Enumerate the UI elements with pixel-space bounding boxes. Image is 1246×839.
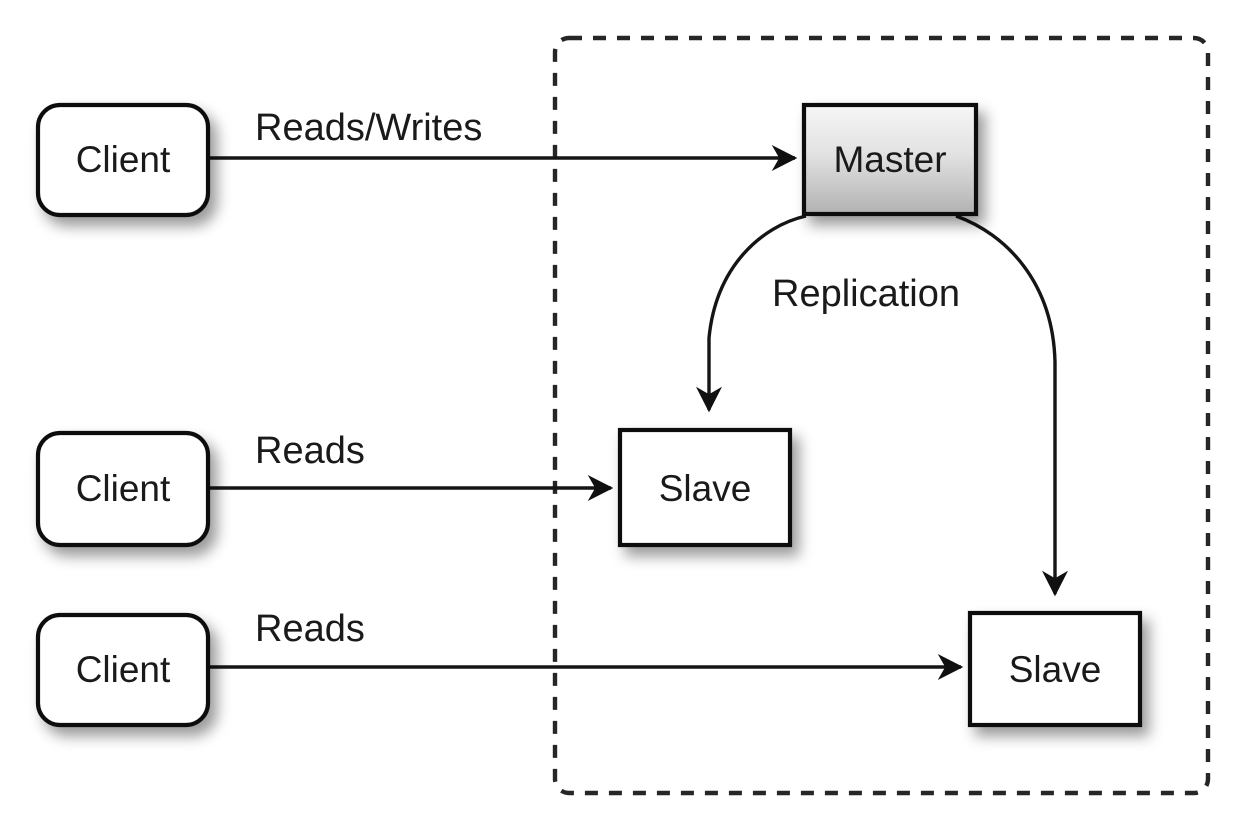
edge-master-to-slave-bottom [955,214,1069,597]
client-top-box [35,102,211,218]
client-middle-label: Client [76,468,171,509]
master-box [801,102,979,217]
client-top-label: Client [76,139,171,180]
edge-label-group: Reads/Writes Replication Reads Reads [255,107,960,650]
client-bottom-label: Client [76,649,171,690]
edge-label-reads-bottom: Reads [255,608,365,650]
edge-group [209,144,1069,681]
edge-label-reads-middle: Reads [255,430,365,472]
slave-top-box [617,427,793,548]
client-node-middle[interactable]: Client [35,430,211,548]
database-cluster-boundary [552,35,1211,796]
client-bottom-box [35,612,211,728]
slave-node-top[interactable]: Slave [617,427,793,548]
slave-node-bottom[interactable]: Slave [967,610,1143,728]
client-node-top[interactable]: Client [35,102,211,218]
slave-bottom-box [967,610,1143,728]
slave-bottom-label: Slave [1009,649,1102,690]
slave-top-label: Slave [659,468,752,509]
client-middle-box [35,430,211,548]
edge-master-to-slave-top [695,214,807,413]
edge-label-reads-writes: Reads/Writes [255,107,482,149]
edge-label-replication: Replication [772,273,960,315]
server-nodes: Master Slave Slave [617,102,1143,728]
client-nodes: Client Client Client [35,102,211,728]
master-node[interactable]: Master [801,102,979,217]
master-label: Master [833,139,946,180]
client-node-bottom[interactable]: Client [35,612,211,728]
